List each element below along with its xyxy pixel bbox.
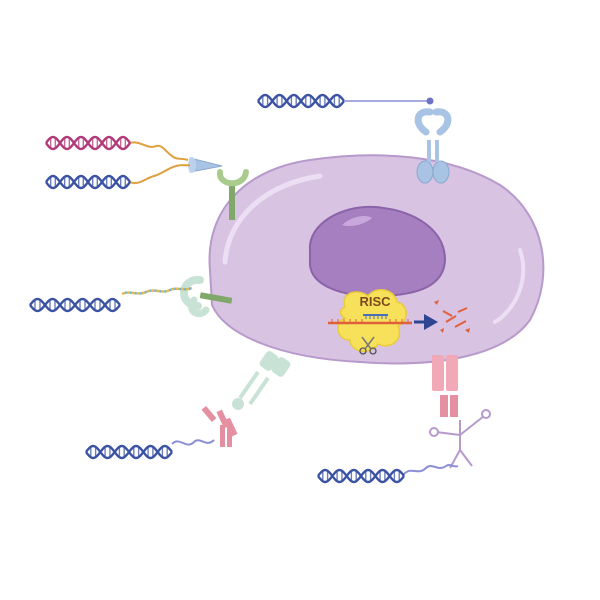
dna-helix-antibody xyxy=(85,444,173,460)
nucleus-highlight xyxy=(342,216,372,227)
linker-rainbow xyxy=(121,286,193,296)
linker-orange-top xyxy=(129,141,189,161)
linker-lavender-antibody xyxy=(171,439,215,446)
cholesterol-bead xyxy=(426,97,434,105)
receptor-mint-dimer xyxy=(232,351,291,410)
antibody-icon xyxy=(201,405,238,447)
dna-helix-left-middle xyxy=(29,297,121,313)
dna-backbone xyxy=(45,174,131,190)
dna-helix-magenta xyxy=(45,135,131,151)
dna-backbone xyxy=(317,468,405,484)
dna-backbone xyxy=(85,444,173,460)
degraded-mrna-fragments xyxy=(434,300,470,333)
dna-helix-top xyxy=(257,93,345,109)
dna-helix-left-upper xyxy=(45,174,131,190)
dna-backbone xyxy=(257,93,345,109)
receptor-green xyxy=(217,169,249,220)
cell-highlight xyxy=(222,173,323,265)
risc-label: RISC xyxy=(359,294,391,309)
linker-rainbow-overlay xyxy=(121,286,193,296)
scissors-icon xyxy=(359,336,377,355)
receptor-mint xyxy=(180,276,233,318)
dna-backbone xyxy=(45,135,131,151)
dendrimer-icon xyxy=(429,409,491,469)
linker-orange-bottom xyxy=(129,164,191,185)
linker-lavender-dendrimer xyxy=(403,464,459,475)
receptor-pink xyxy=(432,355,458,417)
arrow-icon xyxy=(414,314,438,330)
receptor-blue xyxy=(414,108,452,184)
risc-complex: RISC xyxy=(328,289,412,355)
cell-highlight xyxy=(493,248,526,324)
dna-helix-dendrimer xyxy=(317,468,405,484)
nucleus xyxy=(308,205,447,298)
ligand-cone-base xyxy=(188,157,196,173)
dna-backbone xyxy=(29,297,121,313)
